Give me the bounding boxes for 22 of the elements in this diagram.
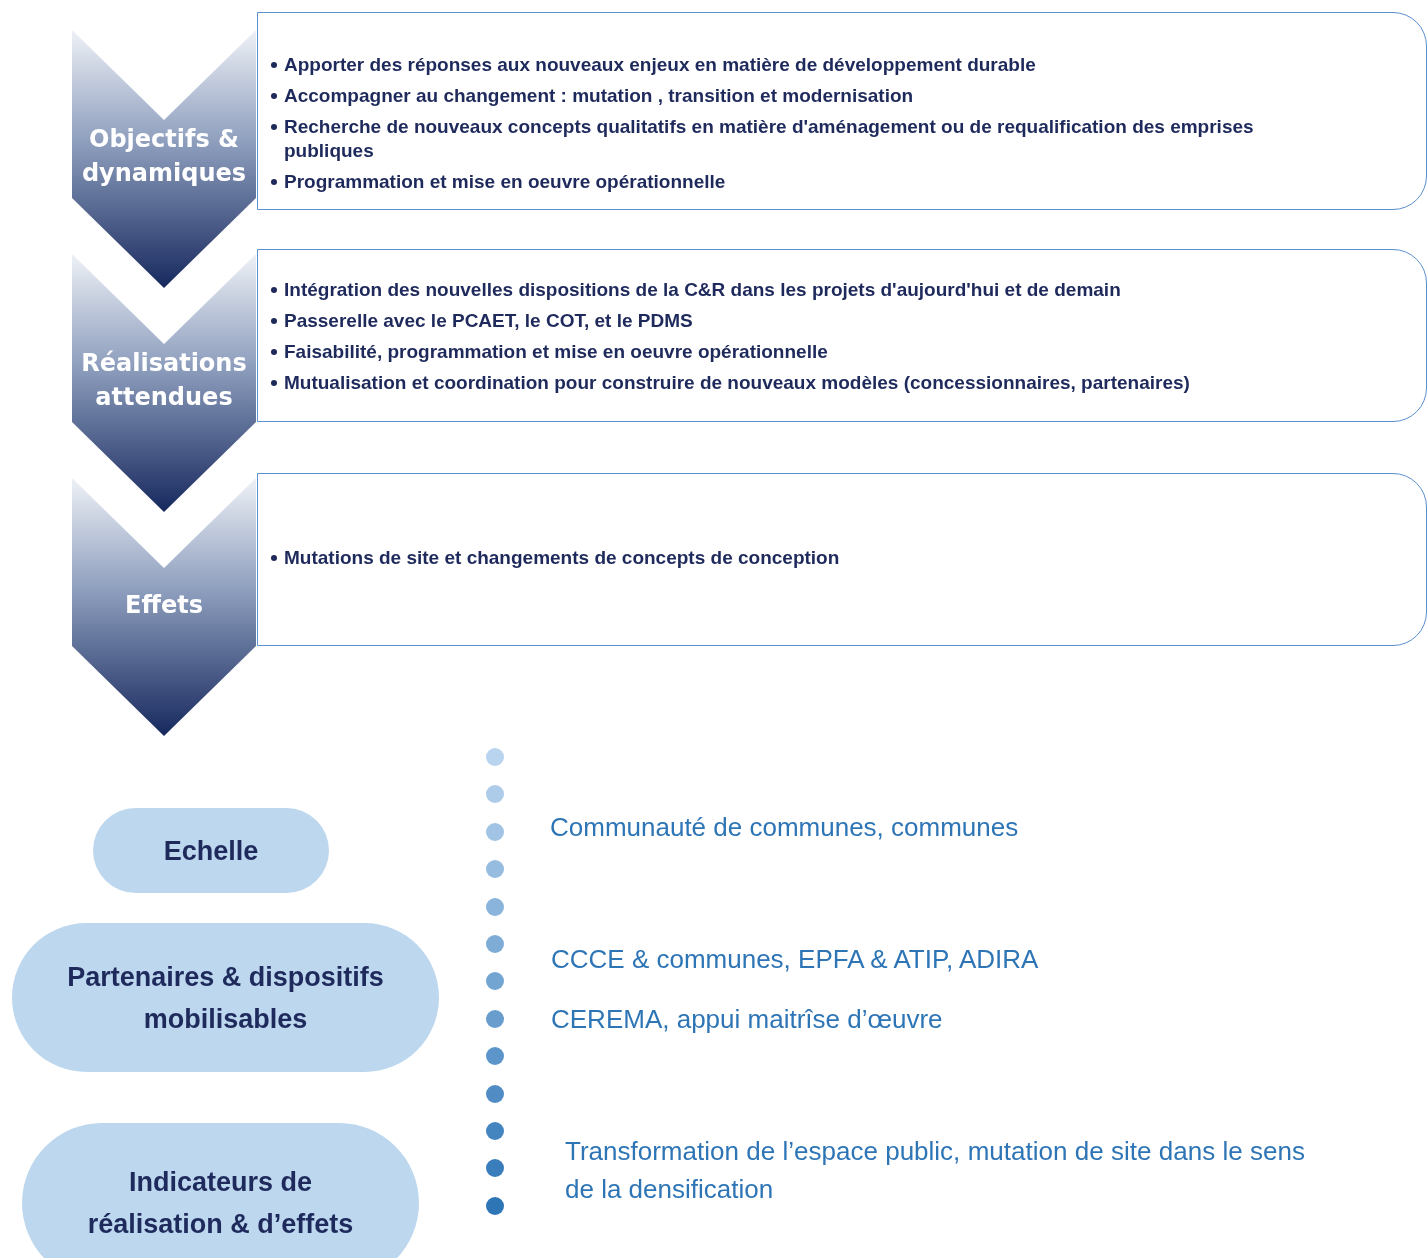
bullet-text: Intégration des nouvelles dispositions de la C&R dans les projets d'aujourd'hui et de demain — [284, 279, 1121, 300]
text-panel — [257, 249, 1427, 422]
description-text: CEREMA, appui maitrîse d’œuvre — [551, 1003, 944, 1036]
bullet-text: Passerelle avec le PCAET, le COT, et le PDMS — [284, 310, 693, 331]
bullet-text: Accompagner au changement : mutation , transition et modernisation — [284, 85, 914, 106]
text-panel — [257, 473, 1427, 646]
category-label: Indicateurs de réalisation & d’effets — [86, 1166, 355, 1241]
bullet-text: Recherche de nouveaux concepts qualitatifs en matière d'aménagement ou de requalification des emprises publiques — [284, 116, 1254, 161]
description-text: Communauté de communes, communes — [550, 811, 1020, 844]
bullet-text: Apporter des réponses aux nouveaux enjeux en matière de développement durable — [284, 54, 1036, 75]
text-panel — [257, 12, 1427, 210]
description-text: Transformation de l’espace public, mutation de site dans le sens de la densification — [565, 1135, 1305, 1206]
bullet-text: Faisabilité, programmation et mise en oeuvre opérationnelle — [284, 341, 828, 362]
category-label: Echelle — [163, 834, 259, 868]
bullet-text: Mutualisation et coordination pour construire de nouveaux modèles (concessionnaires, partenaires) — [284, 372, 1190, 393]
process-step: Effets — [72, 478, 256, 736]
bullet-text: Mutations de site et changements de concepts de conception — [284, 547, 840, 568]
category-label: Partenaires & dispositifs mobilisables — [67, 960, 384, 1036]
process-step: Réalisations attendues — [72, 254, 256, 512]
process-step: Objectifs & dynamiques — [72, 30, 256, 288]
bullet-text: Programmation et mise en oeuvre opérationnelle — [284, 171, 726, 192]
description-text: CCCE & communes, EPFA & ATIP, ADIRA — [551, 943, 1040, 976]
